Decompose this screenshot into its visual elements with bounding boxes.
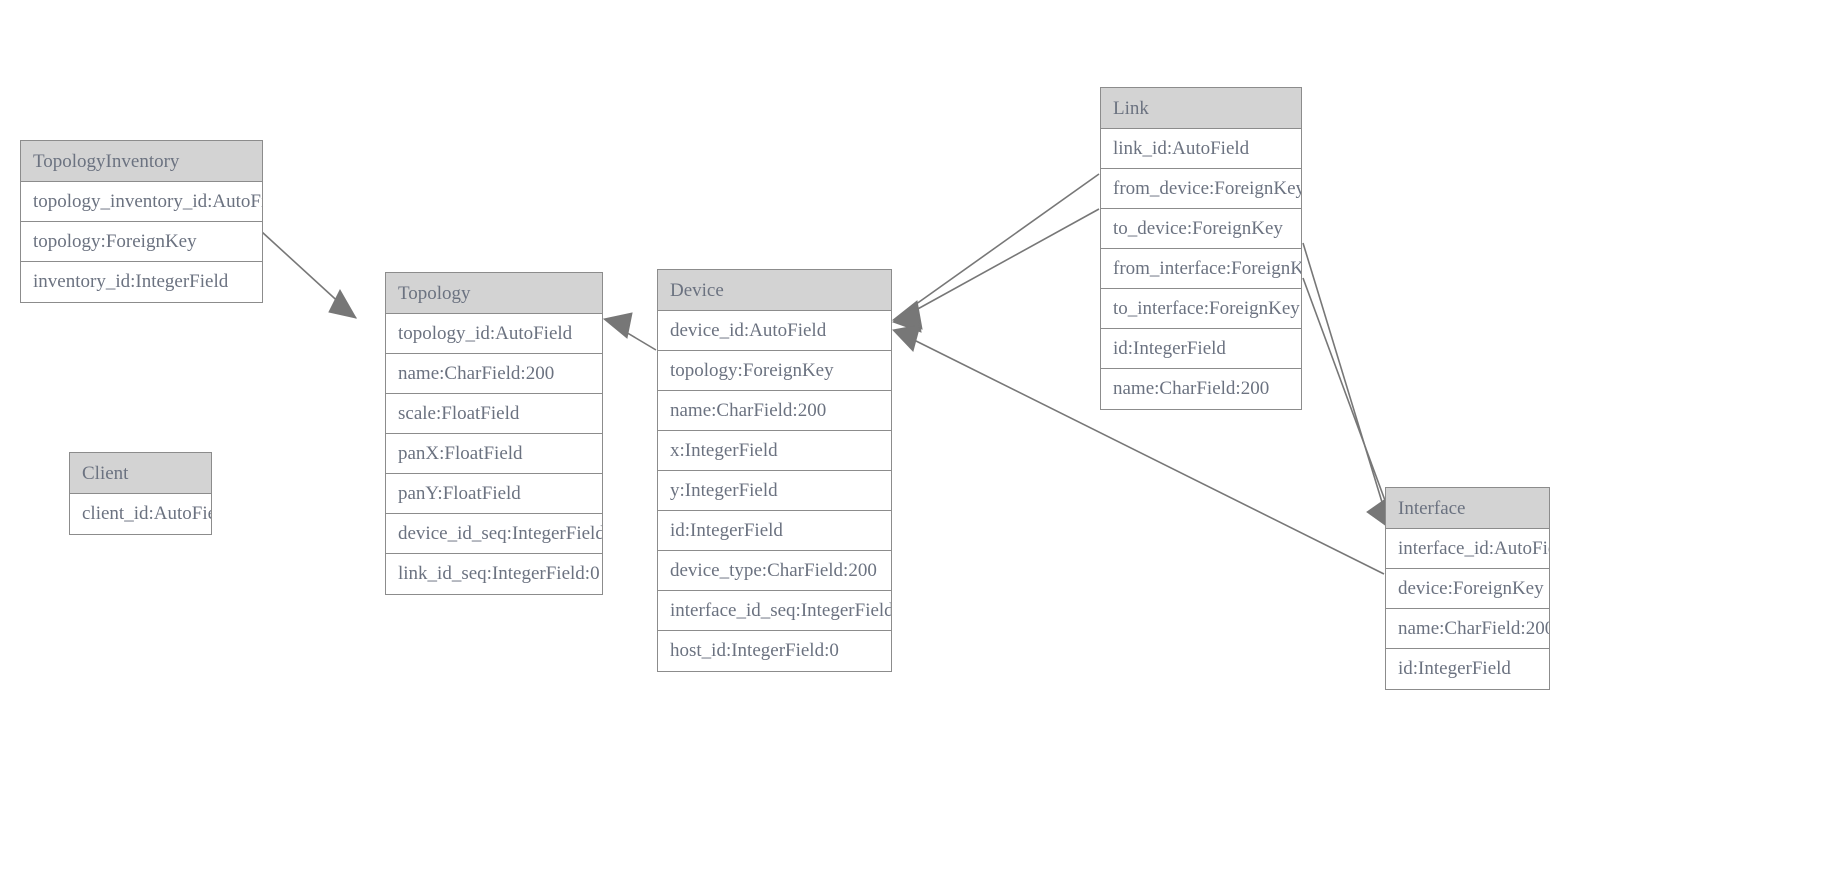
relationship-arrowhead <box>892 324 921 352</box>
entity-field[interactable]: name:CharField:200 <box>1386 609 1549 649</box>
rel-link-to-device <box>891 208 1100 333</box>
entity-field[interactable]: name:CharField:200 <box>1101 369 1301 409</box>
relationship-arrowhead <box>891 305 922 333</box>
entity-field[interactable]: topology_inventory_id:AutoField <box>21 182 262 222</box>
relationship-line <box>904 208 1100 317</box>
entity-field[interactable]: host_id:IntegerField:0 <box>658 631 891 671</box>
entity-field[interactable]: name:CharField:200 <box>658 391 891 431</box>
rel-link-to-interface <box>1302 277 1393 532</box>
rel-device-topology <box>602 312 657 351</box>
entity-title-device: Device <box>658 270 891 311</box>
entity-title-topology: Topology <box>386 273 602 314</box>
entity-field[interactable]: panX:FloatField <box>386 434 602 474</box>
entity-field[interactable]: name:CharField:200 <box>386 354 602 394</box>
relationship-arrowhead <box>891 300 923 330</box>
entity-field[interactable]: topology:ForeignKey <box>21 222 262 262</box>
entity-field[interactable]: link_id:AutoField <box>1101 129 1301 169</box>
entity-field[interactable]: from_device:ForeignKey <box>1101 169 1301 209</box>
entity-field[interactable]: to_device:ForeignKey <box>1101 209 1301 249</box>
relationship-line <box>904 173 1100 313</box>
relationship-arrowhead <box>328 288 357 319</box>
entity-field[interactable]: client_id:AutoField <box>70 494 211 534</box>
entity-field[interactable]: y:IntegerField <box>658 471 891 511</box>
relationship-line <box>1302 242 1386 513</box>
relationship-line <box>261 231 357 319</box>
entity-field[interactable]: interface_id_seq:IntegerField:0 <box>658 591 891 631</box>
entity-field[interactable]: link_id_seq:IntegerField:0 <box>386 554 602 594</box>
rel-topologyinventory-topology <box>261 231 357 319</box>
entity-field[interactable]: device:ForeignKey <box>1386 569 1549 609</box>
relationship-line <box>1302 277 1391 515</box>
entity-field[interactable]: inventory_id:IntegerField <box>21 262 262 302</box>
entity-field[interactable]: x:IntegerField <box>658 431 891 471</box>
entity-field[interactable]: id:IntegerField <box>1101 329 1301 369</box>
entity-field[interactable]: device_type:CharField:200 <box>658 551 891 591</box>
entity-field[interactable]: topology_id:AutoField <box>386 314 602 354</box>
entity-field[interactable]: from_interface:ForeignKey <box>1101 249 1301 289</box>
rel-link-from-device <box>891 173 1100 330</box>
entity-title-link: Link <box>1101 88 1301 129</box>
entity-title-client: Client <box>70 453 211 494</box>
entity-field[interactable]: to_interface:ForeignKey <box>1101 289 1301 329</box>
entity-field[interactable]: panY:FloatField <box>386 474 602 514</box>
entity-field[interactable]: topology:ForeignKey <box>658 351 891 391</box>
entity-field[interactable]: id:IntegerField <box>658 511 891 551</box>
entity-title-interface: Interface <box>1386 488 1549 529</box>
entity-field[interactable]: interface_id:AutoField <box>1386 529 1549 569</box>
entity-field[interactable]: device_id:AutoField <box>658 311 891 351</box>
relationship-arrowhead <box>602 312 633 339</box>
entity-field[interactable]: device_id_seq:IntegerField:0 <box>386 514 602 554</box>
entity-interface[interactable]: Interfaceinterface_id:AutoFielddevice:Fo… <box>1385 487 1550 690</box>
entity-field[interactable]: id:IntegerField <box>1386 649 1549 689</box>
relationship-line <box>613 324 657 351</box>
entity-field[interactable]: scale:FloatField <box>386 394 602 434</box>
entity-title-topology_inventory: TopologyInventory <box>21 141 262 182</box>
rel-link-from-interface <box>1302 242 1391 530</box>
